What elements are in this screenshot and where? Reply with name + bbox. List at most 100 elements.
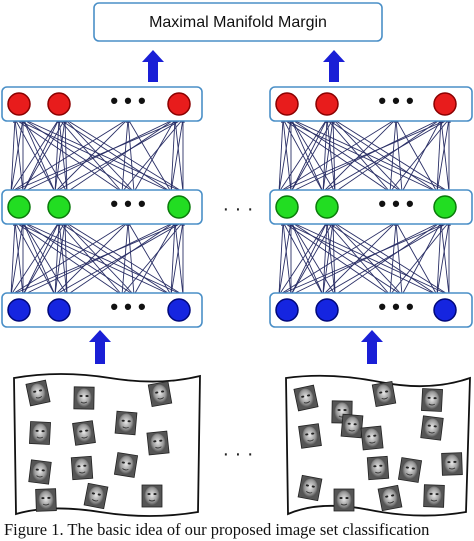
layer-box: • • • xyxy=(269,189,473,225)
layer-ellipsis: • • • xyxy=(110,88,145,113)
connection-edge xyxy=(281,221,292,296)
face-image xyxy=(340,413,364,439)
connection-edge xyxy=(332,221,450,296)
connection-edge xyxy=(63,118,68,193)
connection-edge xyxy=(394,118,403,193)
layer-box: • • • xyxy=(269,86,473,122)
layer-ellipsis: • • • xyxy=(378,294,413,319)
face-image xyxy=(377,484,403,512)
connection-edge xyxy=(121,118,184,193)
face-image xyxy=(29,421,51,445)
face-image xyxy=(113,452,139,478)
connection-edge xyxy=(436,118,443,193)
connection-edge xyxy=(326,221,391,296)
neuron-node xyxy=(7,298,31,322)
connection-edge xyxy=(389,221,450,296)
layer-ellipsis: • • • xyxy=(110,191,145,216)
connection-edge xyxy=(439,118,450,193)
face-image xyxy=(366,455,390,481)
connection-edge xyxy=(436,118,451,193)
connection-edge xyxy=(64,221,184,296)
layers: • • • • • • • • • • • • • • • • • • xyxy=(1,86,473,328)
layer-ellipsis: • • • xyxy=(110,294,145,319)
connection-edge xyxy=(278,118,285,193)
connection-edge xyxy=(22,221,60,296)
neuron-node xyxy=(433,298,457,322)
connection-edge xyxy=(282,221,391,296)
connection-edge xyxy=(439,221,450,296)
face-image xyxy=(421,388,443,412)
connection-edge xyxy=(22,118,68,193)
connection-edges xyxy=(10,118,452,296)
connection-edge xyxy=(10,118,17,193)
layer-ellipsis: • • • xyxy=(378,191,413,216)
figure-caption: Figure 1. The basic idea of our proposed… xyxy=(4,520,430,539)
connection-edge xyxy=(281,118,292,193)
neuron-node xyxy=(7,92,31,116)
face-image xyxy=(70,455,94,481)
face-image xyxy=(114,410,138,436)
connection-edge xyxy=(22,118,56,193)
neuron-node xyxy=(275,195,299,219)
face-image xyxy=(72,420,96,446)
layer-box: • • • xyxy=(1,292,203,328)
connection-edge xyxy=(64,118,184,193)
connection-edge xyxy=(173,221,184,296)
layer-box: • • • xyxy=(1,189,203,225)
connection-edge xyxy=(14,221,172,296)
face-image xyxy=(423,484,445,508)
connection-edge xyxy=(63,221,68,296)
face-image xyxy=(298,423,322,449)
neuron-node xyxy=(47,195,71,219)
neuron-node xyxy=(167,92,191,116)
connection-edge xyxy=(64,118,135,193)
connection-edge xyxy=(54,118,184,193)
connection-edge xyxy=(14,221,56,296)
neuron-node xyxy=(167,298,191,322)
connection-edge xyxy=(290,221,324,296)
connection-edge xyxy=(58,118,123,193)
output-box-label: Maximal Manifold Margin xyxy=(149,14,327,31)
output-box-frame xyxy=(93,2,383,42)
connection-edge xyxy=(389,118,450,193)
connection-edge xyxy=(170,221,185,296)
connection-edge xyxy=(170,118,177,193)
connection-edge xyxy=(278,221,293,296)
connection-edge xyxy=(13,118,24,193)
connection-edge xyxy=(290,221,336,296)
neuron-node xyxy=(315,195,339,219)
output-box: Maximal Manifold Margin xyxy=(93,2,383,42)
face-image xyxy=(360,425,384,451)
connection-edge xyxy=(58,118,172,193)
connection-edge xyxy=(13,221,24,296)
face-image xyxy=(420,415,444,441)
connection-edge xyxy=(322,118,329,193)
connection-edge xyxy=(290,118,328,193)
connection-edge xyxy=(326,118,391,193)
connection-edge xyxy=(10,221,17,296)
connection-edge xyxy=(10,118,25,193)
between-images-ellipsis: · · · xyxy=(222,443,253,465)
up-arrow xyxy=(361,330,383,364)
neuron-node xyxy=(7,195,31,219)
up-arrow xyxy=(89,330,111,364)
neuron-node xyxy=(167,195,191,219)
connection-edge xyxy=(22,221,68,296)
connection-edge xyxy=(170,221,177,296)
face-image xyxy=(441,452,463,476)
connection-edge xyxy=(278,118,293,193)
connection-edge xyxy=(54,118,67,193)
face-image xyxy=(25,379,51,407)
face-image xyxy=(35,488,57,512)
connection-edge xyxy=(66,221,176,296)
connection-edge xyxy=(290,118,324,193)
connection-edge xyxy=(322,221,450,296)
neuron-node xyxy=(315,298,339,322)
connection-edge xyxy=(322,221,335,296)
connection-edge xyxy=(133,118,176,193)
connection-edge xyxy=(322,118,450,193)
connection-edge xyxy=(10,118,184,193)
connection-edge xyxy=(325,221,336,296)
connection-edge xyxy=(54,221,129,296)
face-image xyxy=(297,474,323,502)
